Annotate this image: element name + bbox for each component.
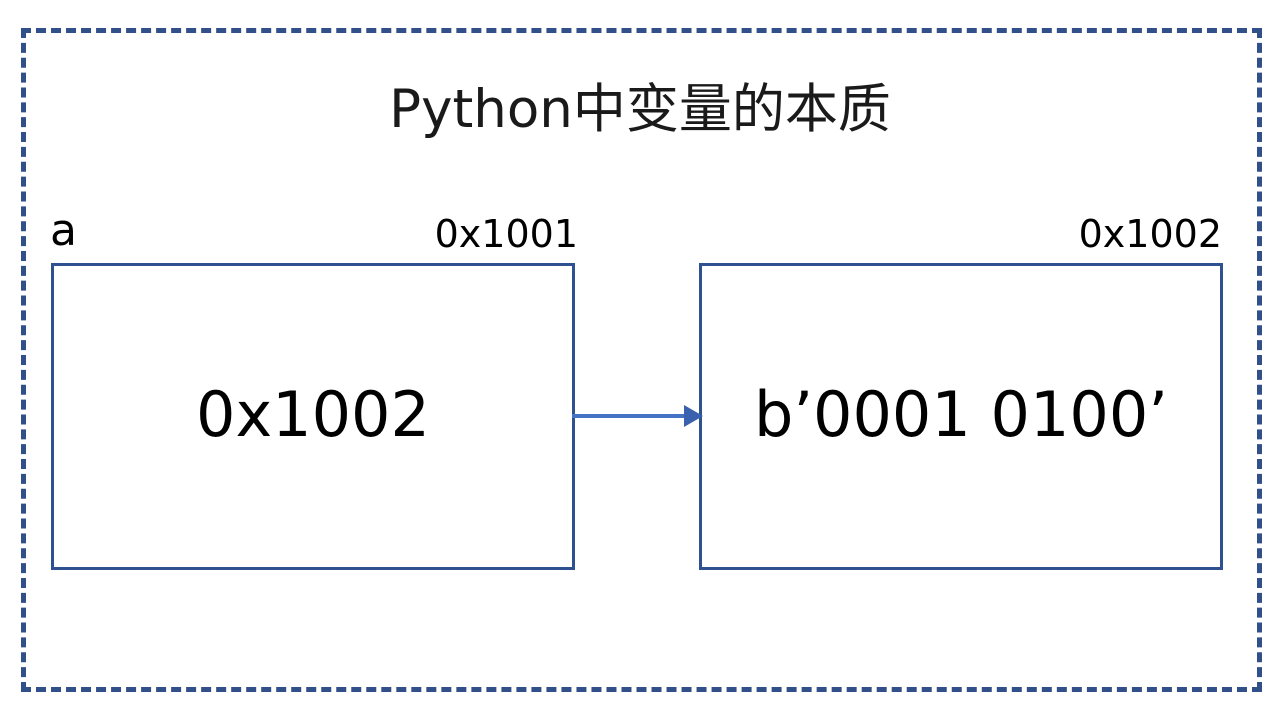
object-address-label: 0x1002 [1078, 212, 1222, 256]
arrow-right-icon [572, 396, 704, 436]
variable-address-label: 0x1001 [434, 212, 578, 256]
slide-border-frame [21, 28, 1262, 692]
variable-memory-value: 0x1002 [196, 377, 430, 451]
variable-name-label: a [50, 205, 77, 256]
object-memory-value: b’0001 0100’ [753, 377, 1169, 451]
page-title: Python中变量的本质 [389, 79, 891, 140]
object-memory-box: b’0001 0100’ [699, 263, 1223, 570]
variable-memory-box: 0x1002 [51, 263, 575, 570]
